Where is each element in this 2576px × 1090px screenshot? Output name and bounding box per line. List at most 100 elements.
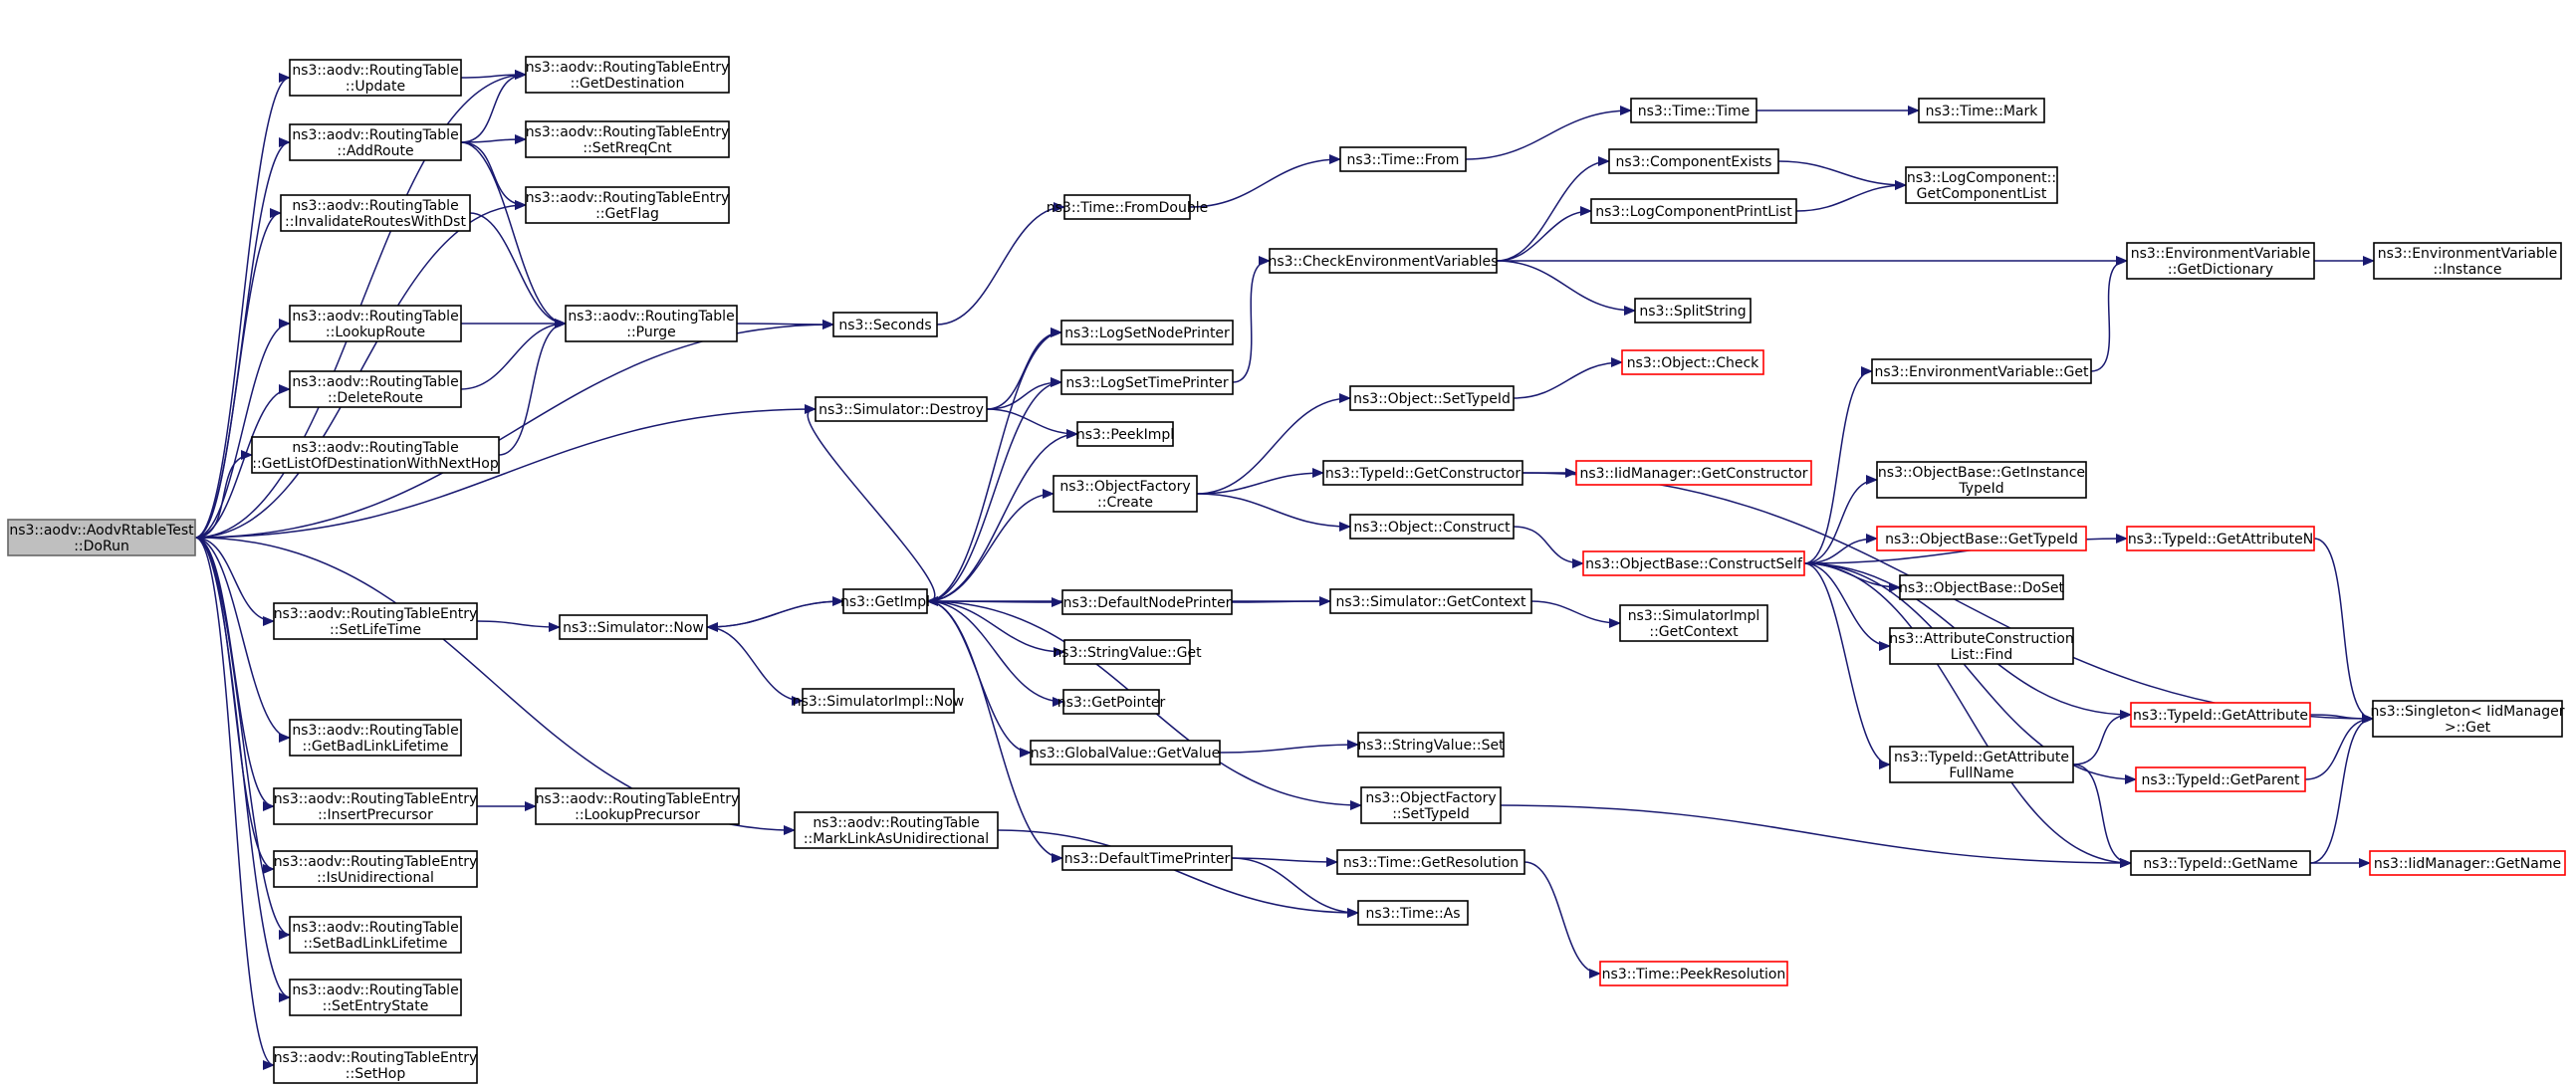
node-label: ns3::EnvironmentVariable bbox=[2131, 246, 2311, 262]
node-box bbox=[1062, 689, 1160, 715]
function-node[interactable]: ns3::TypeId::GetName bbox=[2130, 850, 2311, 876]
function-node[interactable]: ns3::aodv::RoutingTable::DeleteRoute bbox=[289, 370, 462, 408]
function-node[interactable]: ns3::SplitString bbox=[1634, 298, 1752, 324]
function-node[interactable]: ns3::ObjectBase::DoSet bbox=[1899, 574, 2064, 600]
node-box bbox=[2126, 526, 2315, 551]
function-node[interactable]: ns3::aodv::RoutingTable::MarkLinkAsUnidi… bbox=[794, 811, 999, 849]
node-label: ns3::SimulatorImpl::Now bbox=[793, 694, 965, 710]
function-node[interactable]: ns3::DefaultNodePrinter bbox=[1061, 589, 1233, 615]
function-node[interactable]: ns3::aodv::RoutingTable::Purge bbox=[565, 305, 738, 342]
function-node[interactable]: ns3::SimulatorImpl::GetContext bbox=[1619, 604, 1768, 642]
function-node[interactable]: ns3::Time::As bbox=[1357, 900, 1469, 926]
function-node[interactable]: ns3::IidManager::GetName bbox=[2369, 850, 2566, 876]
node-label: ns3::DefaultNodePrinter bbox=[1063, 595, 1232, 611]
function-node[interactable]: ns3::CheckEnvironmentVariables bbox=[1269, 248, 1499, 274]
function-node[interactable]: ns3::Seconds bbox=[832, 312, 938, 337]
function-node[interactable]: ns3::TypeId::GetParent bbox=[2135, 766, 2306, 792]
function-node[interactable]: ns3::PeekImpl bbox=[1076, 421, 1174, 447]
function-node[interactable]: ns3::aodv::RoutingTable::SetEntryState bbox=[289, 979, 462, 1016]
node-box bbox=[2135, 766, 2306, 792]
node-box bbox=[1063, 639, 1191, 665]
function-node[interactable]: ns3::aodv::RoutingTableEntry::SetHop bbox=[273, 1046, 478, 1084]
call-edge bbox=[194, 537, 275, 811]
node-label: ns3::aodv::RoutingTableEntry bbox=[536, 791, 740, 807]
function-node[interactable]: ns3::GetPointer bbox=[1057, 689, 1166, 715]
call-edge bbox=[1803, 562, 1891, 651]
function-node[interactable]: ns3::LogSetNodePrinter bbox=[1060, 320, 1234, 345]
node-label: ns3::aodv::RoutingTableEntry bbox=[526, 190, 730, 206]
function-node[interactable]: ns3::Singleton< IidManager>::Get bbox=[2371, 700, 2565, 738]
function-node[interactable]: ns3::Object::Check bbox=[1621, 349, 1764, 375]
function-node[interactable]: ns3::Object::Construct bbox=[1349, 514, 1515, 540]
node-box bbox=[251, 436, 500, 474]
call-edge bbox=[194, 450, 253, 539]
node-label: ::GetListOfDestinationWithNextHop bbox=[252, 456, 499, 472]
function-node[interactable]: ns3::ComponentExists bbox=[1608, 148, 1779, 174]
function-node[interactable]: ns3::aodv::RoutingTable::LookupRoute bbox=[289, 305, 462, 342]
call-edge bbox=[1530, 600, 1621, 628]
function-node[interactable]: ns3::aodv::RoutingTable::AddRoute bbox=[289, 123, 462, 161]
function-node[interactable]: ns3::DefaultTimePrinter bbox=[1061, 845, 1233, 871]
function-node[interactable]: ns3::EnvironmentVariable::GetDictionary bbox=[2126, 242, 2315, 280]
function-node[interactable]: ns3::aodv::RoutingTableEntry::GetDestina… bbox=[525, 56, 730, 94]
function-node[interactable]: ns3::StringValue::Get bbox=[1053, 639, 1202, 665]
function-node[interactable]: ns3::Time::Mark bbox=[1918, 98, 2045, 123]
function-node[interactable]: ns3::Time::Time bbox=[1630, 98, 1757, 123]
function-node[interactable]: ns3::Simulator::Now bbox=[559, 614, 708, 640]
function-node[interactable]: ns3::Time::PeekResolution bbox=[1599, 961, 1788, 986]
call-edge bbox=[986, 327, 1062, 410]
function-node[interactable]: ns3::aodv::RoutingTableEntry::IsUnidirec… bbox=[273, 850, 478, 888]
function-node[interactable]: ns3::aodv::RoutingTableEntry::SetLifeTim… bbox=[273, 602, 478, 640]
function-node[interactable]: ns3::aodv::RoutingTable::GetBadLinkLifet… bbox=[289, 719, 462, 757]
function-node[interactable]: ns3::StringValue::Set bbox=[1357, 732, 1505, 758]
function-node[interactable]: ns3::LogComponent::GetComponentList bbox=[1905, 166, 2058, 204]
node-label: ns3::LogSetNodePrinter bbox=[1064, 326, 1230, 341]
root-function-node[interactable]: ns3::aodv::AodvRtableTest::DoRun bbox=[7, 519, 196, 556]
function-node[interactable]: ns3::aodv::RoutingTable::GetListOfDestin… bbox=[251, 436, 500, 474]
function-node[interactable]: ns3::Time::From bbox=[1339, 146, 1467, 172]
node-box bbox=[1899, 574, 2064, 600]
function-node[interactable]: ns3::ObjectFactory::Create bbox=[1053, 475, 1198, 513]
function-node[interactable]: ns3::Time::GetResolution bbox=[1336, 849, 1525, 875]
function-node[interactable]: ns3::GetImpl bbox=[840, 588, 930, 614]
node-box bbox=[289, 305, 462, 342]
function-node[interactable]: ns3::TypeId::GetConstructor bbox=[1322, 460, 1523, 486]
function-node[interactable]: ns3::EnvironmentVariable::Get bbox=[1871, 358, 2092, 384]
node-box bbox=[2126, 242, 2315, 280]
function-node[interactable]: ns3::aodv::RoutingTable::SetBadLinkLifet… bbox=[289, 916, 462, 954]
call-edge bbox=[194, 73, 291, 539]
function-node[interactable]: ns3::ObjectBase::ConstructSelf bbox=[1582, 550, 1805, 576]
node-label: ::SetTypeId bbox=[1392, 806, 1470, 822]
node-box bbox=[1060, 369, 1234, 395]
call-edge bbox=[926, 600, 1065, 657]
function-node[interactable]: ns3::LogComponentPrintList bbox=[1590, 198, 1797, 224]
call-edge bbox=[194, 537, 275, 1070]
function-node[interactable]: ns3::LogSetTimePrinter bbox=[1060, 369, 1234, 395]
function-node[interactable]: ns3::ObjectBase::GetTypeId bbox=[1876, 526, 2087, 551]
function-node[interactable]: ns3::Time::FromDouble bbox=[1047, 194, 1209, 220]
function-node[interactable]: ns3::TypeId::GetAttribute bbox=[2130, 702, 2311, 728]
function-node[interactable]: ns3::GlobalValue::GetValue bbox=[1030, 740, 1221, 765]
node-label: ::GetDestination bbox=[571, 76, 685, 92]
call-edge bbox=[1196, 393, 1351, 495]
function-node[interactable]: ns3::aodv::RoutingTable::InvalidateRoute… bbox=[280, 194, 471, 232]
function-node[interactable]: ns3::aodv::RoutingTableEntry::SetRreqCnt bbox=[525, 120, 730, 158]
call-edge bbox=[1189, 154, 1341, 208]
function-node[interactable]: ns3::aodv::RoutingTableEntry::InsertPrec… bbox=[273, 787, 478, 825]
function-node[interactable]: ns3::Simulator::GetContext bbox=[1329, 588, 1532, 614]
function-node[interactable]: ns3::TypeId::GetAttributeN bbox=[2126, 526, 2315, 551]
function-node[interactable]: ns3::Object::SetTypeId bbox=[1349, 385, 1515, 411]
function-node[interactable]: ns3::ObjectFactory::SetTypeId bbox=[1360, 786, 1502, 824]
function-node[interactable]: ns3::aodv::RoutingTableEntry::GetFlag bbox=[525, 186, 730, 224]
function-node[interactable]: ns3::EnvironmentVariable::Instance bbox=[2373, 242, 2562, 280]
function-node[interactable]: ns3::aodv::RoutingTable::Update bbox=[289, 59, 462, 97]
node-label: List::Find bbox=[1951, 647, 2013, 663]
function-node[interactable]: ns3::SimulatorImpl::Now bbox=[793, 688, 965, 714]
function-node[interactable]: ns3::IidManager::GetConstructor bbox=[1575, 460, 1812, 486]
node-box bbox=[1889, 627, 2074, 665]
function-node[interactable]: ns3::Simulator::Destroy bbox=[815, 396, 988, 422]
function-node[interactable]: ns3::aodv::RoutingTableEntry::LookupPrec… bbox=[535, 787, 740, 825]
